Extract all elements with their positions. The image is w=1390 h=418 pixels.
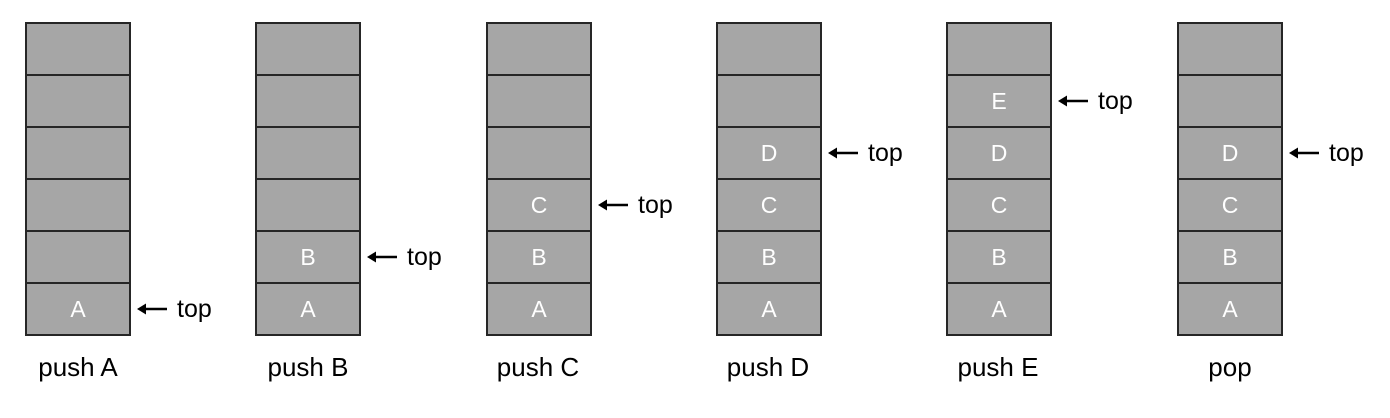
stack-cell: A <box>1179 282 1281 334</box>
top-pointer-label: top <box>638 190 673 219</box>
stack-cell: C <box>948 178 1050 230</box>
stack-cell-label: B <box>1222 243 1238 270</box>
stack-cell <box>948 24 1050 74</box>
top-pointer-label: top <box>1329 138 1364 167</box>
stack-cell: D <box>1179 126 1281 178</box>
stack-cell <box>257 126 359 178</box>
operation-caption: push C <box>496 352 580 382</box>
stack-cell-label: A <box>70 295 86 322</box>
stack-cell-label: B <box>761 243 777 270</box>
top-pointer: top <box>598 190 673 220</box>
top-pointer-label: top <box>1098 86 1133 115</box>
stack-cell: A <box>948 282 1050 334</box>
stack-cell: D <box>948 126 1050 178</box>
stack-cell <box>27 230 129 282</box>
stack-cell-label: D <box>990 139 1008 166</box>
left-arrow-icon <box>367 251 397 263</box>
top-pointer: top <box>828 138 903 168</box>
stack-cell: A <box>718 282 820 334</box>
stack-cell: B <box>257 230 359 282</box>
top-pointer-label: top <box>407 242 442 271</box>
stack-cell <box>27 126 129 178</box>
top-pointer: top <box>1289 138 1364 168</box>
left-arrow-icon <box>828 147 858 159</box>
stack-cell: A <box>488 282 590 334</box>
operation-caption: push B <box>267 352 349 382</box>
stack-cell: B <box>1179 230 1281 282</box>
stack-cell-label: A <box>1222 295 1238 322</box>
stack-cell-label: C <box>1221 191 1239 218</box>
stack-cell <box>27 24 129 74</box>
stack-cell-label: A <box>991 295 1007 322</box>
stack-cell <box>718 24 820 74</box>
operation-caption: push A <box>38 352 118 382</box>
stack-cell: B <box>718 230 820 282</box>
stack-cell <box>257 24 359 74</box>
stack-cell-label: B <box>531 243 547 270</box>
top-pointer: top <box>367 242 442 272</box>
stack-cell: C <box>718 178 820 230</box>
stack-cell-label: A <box>531 295 547 322</box>
top-pointer-label: top <box>177 294 212 323</box>
stack-cell-label: E <box>991 87 1007 114</box>
stack-cell <box>1179 24 1281 74</box>
stack-cell-label: B <box>991 243 1007 270</box>
stack-cell-label: C <box>760 191 778 218</box>
stack-cell <box>257 74 359 126</box>
stack-cell-label: D <box>760 139 778 166</box>
operation-caption: pop <box>1208 352 1252 382</box>
top-pointer: top <box>1058 86 1133 116</box>
stack-cell: C <box>1179 178 1281 230</box>
stack-cell-label: A <box>300 295 316 322</box>
stack-cell: B <box>488 230 590 282</box>
stack-cell: C <box>488 178 590 230</box>
stack-cell: A <box>27 282 129 334</box>
stack-cell-label: C <box>990 191 1008 218</box>
stack-cell-label: A <box>761 295 777 322</box>
stack-cell <box>257 178 359 230</box>
stack-cell: A <box>257 282 359 334</box>
stack-cell: E <box>948 74 1050 126</box>
stack-cell <box>27 74 129 126</box>
stack-cell <box>1179 74 1281 126</box>
left-arrow-icon <box>1289 147 1319 159</box>
stack-cell: D <box>718 126 820 178</box>
operation-caption: push D <box>726 352 810 382</box>
top-pointer: top <box>137 294 212 324</box>
stack-cell-label: C <box>530 191 548 218</box>
stack-box: A <box>25 22 131 336</box>
stack-cell-label: D <box>1221 139 1239 166</box>
operation-caption: push E <box>957 352 1039 382</box>
stack-cell <box>488 126 590 178</box>
stack-cell-label: B <box>300 243 316 270</box>
stack-cell <box>718 74 820 126</box>
left-arrow-icon <box>598 199 628 211</box>
stack-cell <box>488 74 590 126</box>
stack-cell <box>27 178 129 230</box>
stack-cell: B <box>948 230 1050 282</box>
top-pointer-label: top <box>868 138 903 167</box>
left-arrow-icon <box>1058 95 1088 107</box>
left-arrow-icon <box>137 303 167 315</box>
stack-cell <box>488 24 590 74</box>
